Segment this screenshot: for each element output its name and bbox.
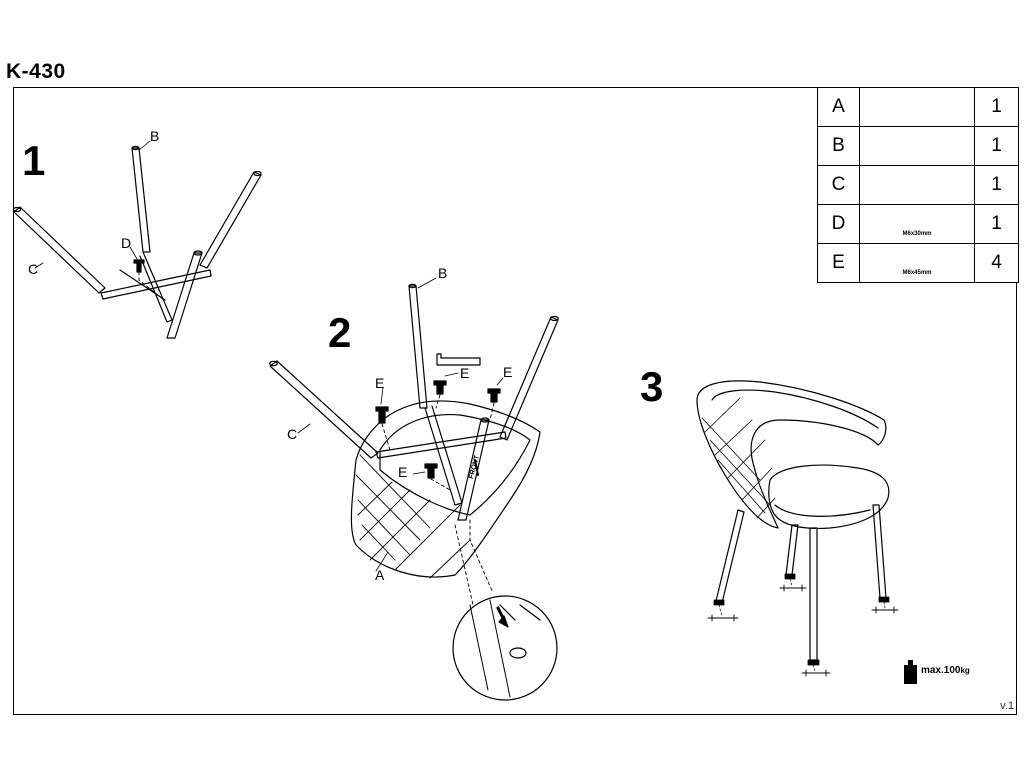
callout-a-step2: A [375, 567, 385, 583]
max-load-unit: kg [960, 666, 970, 675]
part-icon-cell [859, 126, 975, 166]
part-quantity: 1 [974, 87, 1019, 127]
part-letter: D [817, 204, 860, 244]
weight-icon [904, 660, 917, 684]
table-row: E M6x45mm 4 [817, 243, 1019, 283]
part-icon-cell: M6x45mm [859, 243, 975, 283]
callout-e-step2: E [460, 365, 470, 381]
max-load-prefix: max. [921, 665, 944, 676]
instruction-frame [13, 87, 1017, 715]
part-icon-cell [859, 87, 975, 127]
callout-e-step2: E [375, 375, 385, 391]
part-quantity: 4 [974, 243, 1019, 283]
max-load-label: max.100kg [921, 665, 970, 676]
parts-table: A 1 B 1 C 1 D M6x30mm 1 E M6x45mm 4 [817, 87, 1019, 283]
table-row: C 1 [817, 165, 1019, 205]
callout-e-step2: E [398, 464, 408, 480]
bolt-spec-label: M6x30mm [902, 231, 932, 237]
part-icon-cell: M6x30mm [859, 204, 975, 244]
step2-seat-assembly [269, 277, 559, 701]
max-load-value: 100 [943, 665, 961, 676]
part-letter: A [817, 87, 860, 127]
part-letter: B [817, 126, 860, 166]
step-number-1: 1 [22, 137, 46, 184]
bolt-spec-label: M6x45mm [902, 270, 932, 276]
callout-d-step1: D [121, 235, 132, 251]
callout-c-step2: C [287, 426, 298, 442]
callout-e-step2: E [503, 364, 513, 380]
callout-b-step1: B [150, 128, 160, 144]
part-letter: E [817, 243, 860, 283]
table-row: A 1 [817, 87, 1019, 127]
callout-b-step2: B [438, 265, 448, 281]
table-row: D M6x30mm 1 [817, 204, 1019, 244]
part-quantity: 1 [974, 126, 1019, 166]
table-row: B 1 [817, 126, 1019, 166]
step-number-2: 2 [328, 309, 352, 356]
part-quantity: 1 [974, 204, 1019, 244]
step3-assembled-chair [696, 380, 917, 684]
part-quantity: 1 [974, 165, 1019, 205]
part-icon-cell [859, 165, 975, 205]
step-number-3: 3 [640, 363, 664, 410]
callout-c-step1: C [28, 261, 39, 277]
step1-leg-assembly [12, 140, 262, 339]
document-title: K-430 [6, 60, 66, 83]
part-letter: C [817, 165, 860, 205]
version-label: v.1 [1000, 700, 1014, 712]
